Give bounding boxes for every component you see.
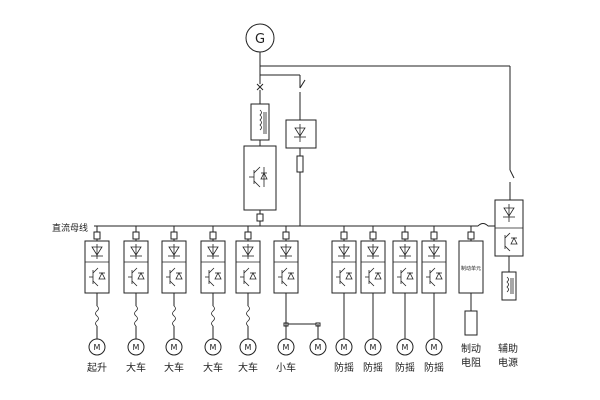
brake-label-line2: 电阻 bbox=[461, 356, 481, 369]
drive-label: 大车 bbox=[203, 361, 223, 374]
cable-coil bbox=[211, 305, 215, 327]
drive-unit: M 小车 bbox=[273, 226, 299, 374]
igbt-icon bbox=[426, 267, 443, 287]
drive-fuse bbox=[430, 231, 438, 240]
motor-symbol: M bbox=[402, 343, 409, 352]
drive-label: 防摇 bbox=[334, 361, 354, 374]
cable-coil bbox=[172, 305, 176, 327]
drive-label: 防摇 bbox=[363, 361, 383, 374]
drive-label: 起升 bbox=[87, 362, 107, 374]
igbt-icon bbox=[504, 232, 518, 252]
drive-unit: M 防摇 bbox=[421, 226, 447, 374]
drive-unit: M 大车 bbox=[161, 226, 187, 374]
igbt-icon bbox=[128, 267, 145, 287]
motor-symbol: M bbox=[133, 343, 140, 352]
trolley-second-motor bbox=[309, 338, 327, 356]
motor-symbol: M bbox=[171, 343, 178, 352]
drive-unit: M 大车 bbox=[200, 226, 226, 374]
drive-fuse bbox=[93, 231, 101, 240]
motor-circle bbox=[204, 338, 222, 356]
drive-label: 防摇 bbox=[424, 361, 444, 374]
brake-fuse bbox=[467, 231, 475, 240]
motor-circle bbox=[165, 338, 183, 356]
brake-unit-box bbox=[458, 240, 484, 294]
cable-coil bbox=[134, 305, 138, 327]
motor-circle bbox=[239, 338, 257, 356]
drive-fuse bbox=[340, 231, 348, 240]
drive-fuse bbox=[282, 231, 290, 240]
drive-unit: M 起升 bbox=[84, 226, 110, 374]
generator-symbol: G bbox=[255, 32, 265, 47]
motor-circle bbox=[396, 338, 414, 356]
drive-unit: M 防摇 bbox=[392, 226, 418, 374]
drive-fuse bbox=[170, 231, 178, 240]
igbt-icon bbox=[205, 267, 222, 287]
igbt-icon bbox=[278, 267, 295, 287]
drive-unit: M 大车 bbox=[235, 226, 261, 374]
breaker-cross-b bbox=[256, 83, 264, 91]
brake-label-line1: 制动 bbox=[461, 342, 481, 355]
drive-unit: M 防摇 bbox=[331, 226, 357, 374]
aux-power-unit: 辅助 电源 bbox=[494, 199, 524, 369]
drive-fuse bbox=[401, 231, 409, 240]
drive-label: 大车 bbox=[164, 361, 184, 374]
aux-power-label-line2: 电源 bbox=[498, 356, 518, 369]
brake-resistor-box bbox=[464, 310, 478, 336]
igbt-icon bbox=[89, 267, 106, 287]
main-feeder bbox=[243, 52, 277, 226]
drive-label: 大车 bbox=[126, 361, 146, 374]
brake-unit-box-text: 制动单元 bbox=[461, 265, 481, 272]
dc-bus-label: 直流母线 bbox=[52, 222, 88, 234]
motor-symbol: M bbox=[431, 343, 438, 352]
igbt-icon bbox=[240, 267, 257, 287]
drive-label: 小车 bbox=[276, 361, 296, 374]
brake-unit: 制动单元 制动 电阻 bbox=[458, 226, 484, 369]
drive-fuse bbox=[132, 231, 140, 240]
drive-fuse bbox=[244, 231, 252, 240]
motor-symbol: M bbox=[370, 343, 377, 352]
igbt-icon bbox=[365, 267, 382, 287]
generator: G bbox=[245, 23, 275, 53]
motor-symbol: M bbox=[283, 343, 290, 352]
main-converter-box bbox=[243, 145, 277, 211]
aux-transformer-box bbox=[501, 271, 517, 301]
drive-label: 大车 bbox=[238, 361, 258, 374]
drive-units: M 起升 M 大车 M 大车 M 大车 M 大车 M 小车 M 防摇 M 防摇 M 防摇 M 防摇 bbox=[84, 226, 447, 374]
motor-circle bbox=[425, 338, 443, 356]
branch-feeders bbox=[260, 65, 515, 226]
aux-power-label-line1: 辅助 bbox=[498, 342, 518, 355]
motor-circle bbox=[277, 338, 295, 356]
motor-symbol: M bbox=[210, 343, 217, 352]
igbt-icon bbox=[397, 267, 414, 287]
drive-unit: M 大车 bbox=[123, 226, 149, 374]
rectifier-switch bbox=[299, 79, 306, 89]
aux-switch bbox=[509, 169, 515, 179]
dc-bus: 直流母线 bbox=[52, 222, 495, 234]
drive-label: 防摇 bbox=[395, 361, 415, 374]
motor-circle bbox=[88, 338, 106, 356]
igbt-icon bbox=[249, 166, 268, 188]
motor-circle bbox=[127, 338, 145, 356]
dc-bus-break bbox=[477, 223, 489, 227]
igbt-icon bbox=[336, 267, 353, 287]
cable-coil bbox=[246, 305, 250, 327]
diode-icon bbox=[294, 124, 306, 142]
motor-circle bbox=[364, 338, 382, 356]
motor-circle bbox=[335, 338, 353, 356]
cable-coil bbox=[95, 305, 99, 327]
drive-fuse bbox=[209, 231, 217, 240]
motor-symbol: M bbox=[245, 343, 252, 352]
igbt-icon bbox=[166, 267, 183, 287]
trolley-second-motor-symbol: M bbox=[315, 343, 322, 352]
rectifier-fuse bbox=[296, 155, 304, 173]
main-fuse bbox=[256, 213, 264, 222]
motor-symbol: M bbox=[94, 343, 101, 352]
drive-unit: M 防摇 bbox=[360, 226, 386, 374]
drive-fuse bbox=[369, 231, 377, 240]
motor-symbol: M bbox=[341, 343, 348, 352]
